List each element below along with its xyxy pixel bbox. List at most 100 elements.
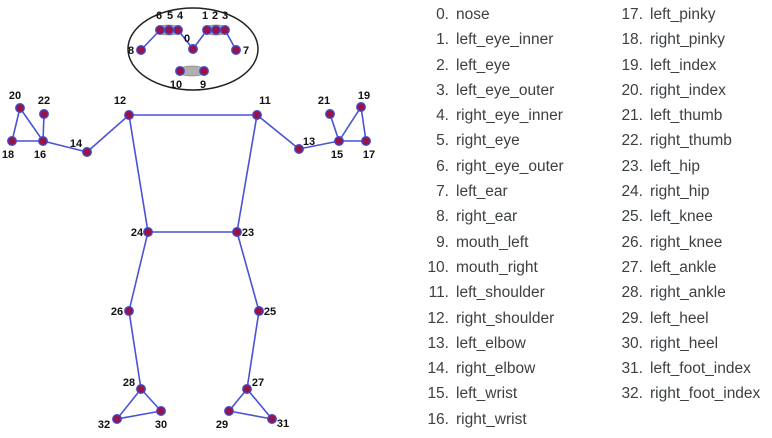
landmark-label-1: 1 bbox=[202, 10, 208, 22]
legend-item-number: 17. bbox=[621, 6, 643, 23]
legend-item-name: left_wrist bbox=[456, 385, 518, 403]
landmark-label-21: 21 bbox=[318, 95, 330, 107]
bone-24-26 bbox=[128, 231, 149, 312]
landmark-label-3: 3 bbox=[222, 10, 228, 22]
legend-item: 21.left_thumb bbox=[616, 103, 772, 128]
landmark-label-24: 24 bbox=[131, 227, 144, 239]
legend-item: 11.left_shoulder bbox=[422, 280, 600, 305]
landmark-label-15: 15 bbox=[331, 149, 343, 161]
landmark-point-24 bbox=[143, 227, 153, 237]
legend-item-name: left_pinky bbox=[650, 6, 716, 23]
landmark-label-23: 23 bbox=[242, 227, 254, 239]
landmark-point-30 bbox=[156, 406, 166, 416]
bone-28-32 bbox=[116, 388, 142, 420]
legend-item-name: right_wrist bbox=[456, 410, 527, 428]
landmark-point-10 bbox=[175, 66, 185, 76]
landmark-point-4 bbox=[173, 25, 183, 35]
landmark-point-2 bbox=[211, 25, 221, 35]
landmark-point-26 bbox=[124, 306, 134, 316]
bone-29-31 bbox=[228, 410, 273, 420]
legend-item-name: right_eye_inner bbox=[456, 107, 563, 125]
legend-item: 20.right_index bbox=[616, 78, 772, 103]
landmark-label-26: 26 bbox=[111, 306, 123, 318]
legend-item: 22.right_thumb bbox=[616, 128, 772, 153]
legend-item-name: right_knee bbox=[650, 233, 723, 251]
landmark-point-17 bbox=[361, 136, 371, 146]
landmark-label-31: 31 bbox=[277, 418, 289, 430]
landmark-point-20 bbox=[15, 103, 25, 113]
legend-item-number: 1. bbox=[436, 31, 449, 49]
legend-item-number: 31. bbox=[621, 360, 643, 378]
bone-16-20 bbox=[19, 107, 44, 142]
legend-item-number: 23. bbox=[621, 157, 643, 175]
landmark-label-22: 22 bbox=[38, 95, 50, 107]
legend-item-number: 9. bbox=[436, 233, 449, 251]
legend-item-name: right_eye bbox=[456, 132, 520, 150]
landmark-point-3 bbox=[220, 25, 230, 35]
bone-30-32 bbox=[116, 410, 162, 420]
legend-item-number: 6. bbox=[436, 157, 449, 175]
bone-28-30 bbox=[140, 388, 162, 412]
legend-item-number: 21. bbox=[621, 107, 643, 125]
legend-item: 6. right_eye_outer bbox=[422, 154, 600, 179]
legend-item: 25.left_knee bbox=[616, 204, 772, 229]
landmark-point-1 bbox=[202, 25, 212, 35]
legend-item: 10.mouth_right bbox=[422, 255, 600, 280]
landmark-point-12 bbox=[124, 110, 134, 120]
legend-item: 0.nose bbox=[422, 2, 600, 27]
legend-item-number: 5. bbox=[436, 132, 449, 150]
legend-item-name: left_knee bbox=[650, 208, 713, 226]
legend-item: 23.left_hip bbox=[616, 154, 772, 179]
landmark-point-32 bbox=[112, 414, 122, 424]
legend-item-number: 22. bbox=[621, 132, 643, 150]
legend-item-name: right_ankle bbox=[650, 284, 726, 302]
legend-item: 1.left_eye_inner bbox=[422, 27, 600, 52]
legend-item-number: 16. bbox=[427, 410, 449, 428]
legend-item-number: 18. bbox=[621, 31, 643, 49]
bone-11-23 bbox=[236, 114, 258, 233]
landmark-point-27 bbox=[242, 384, 252, 394]
legend-item-name: right_elbow bbox=[456, 360, 536, 378]
bone-12-14 bbox=[86, 114, 130, 153]
legend-item-name: right_index bbox=[650, 81, 726, 99]
landmark-label-20: 20 bbox=[9, 90, 21, 102]
legend-item: 24.right_hip bbox=[616, 179, 772, 204]
legend-item-number: 26. bbox=[621, 233, 643, 251]
legend-item-number: 15. bbox=[427, 385, 449, 403]
bone-26-28 bbox=[128, 310, 142, 390]
landmark-point-22 bbox=[39, 109, 49, 119]
legend-item-number: 2. bbox=[436, 56, 449, 74]
bone-27-31 bbox=[246, 388, 273, 420]
landmark-label-27: 27 bbox=[252, 377, 264, 389]
legend-item-name: left_elbow bbox=[456, 334, 526, 352]
legend-item: 18.right_pinky bbox=[616, 27, 772, 52]
landmark-point-19 bbox=[356, 102, 366, 112]
landmark-label-13: 13 bbox=[303, 136, 315, 148]
legend-item-number: 28. bbox=[621, 284, 643, 302]
legend-item: 30.right_heel bbox=[616, 331, 772, 356]
bone-23-25 bbox=[236, 231, 260, 312]
legend-item-number: 29. bbox=[621, 309, 643, 327]
landmark-label-17: 17 bbox=[363, 149, 375, 161]
head-outline bbox=[127, 7, 259, 91]
bone-18-20 bbox=[11, 107, 21, 142]
legend-item-name: right_eye_outer bbox=[456, 157, 564, 175]
legend-item-number: 0. bbox=[436, 6, 449, 23]
landmark-label-29: 29 bbox=[216, 419, 228, 431]
legend-item: 13.left_elbow bbox=[422, 331, 600, 356]
landmark-point-21 bbox=[325, 109, 335, 119]
landmark-point-7 bbox=[231, 45, 241, 55]
landmark-label-0: 0 bbox=[184, 33, 190, 45]
legend-item-name: right_ear bbox=[456, 208, 518, 226]
legend-item: 16. right_wrist bbox=[422, 407, 600, 432]
legend-item: 15. left_wrist bbox=[422, 381, 600, 406]
landmark-label-9: 9 bbox=[200, 79, 206, 91]
legend-item-number: 11. bbox=[428, 284, 449, 302]
legend-item-number: 19. bbox=[621, 56, 643, 74]
legend-item-name: right_hip bbox=[650, 183, 710, 201]
